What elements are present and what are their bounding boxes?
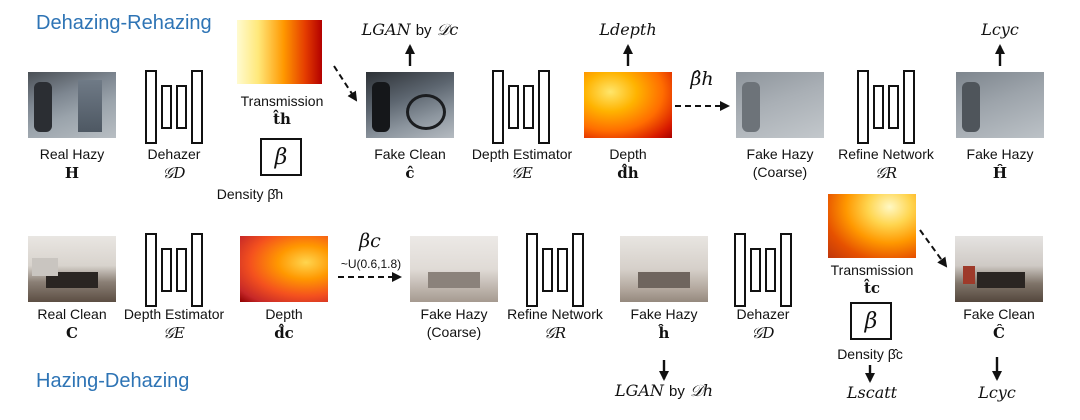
arrow-transmission-to-fake-clean bbox=[333, 65, 358, 102]
dehazer-label-bottom: Dehazer bbox=[736, 306, 790, 322]
loss-scatt: Lscatt bbox=[846, 383, 898, 402]
fake-hazy-image-bottom bbox=[620, 236, 708, 302]
fake-clean-symbol-bottom: Ĉ bbox=[993, 324, 1005, 342]
real-clean-symbol: C bbox=[66, 324, 78, 342]
fake-hazy-symbol-bottom: ĥ bbox=[658, 324, 670, 342]
beta-c-arrow-label: βc bbox=[359, 230, 381, 252]
transmission-label-bottom: Transmission bbox=[830, 262, 914, 278]
beta-c-range-label: ~U(0.6,1.8) bbox=[340, 257, 402, 271]
depth-estimator-network-icon-bottom bbox=[143, 233, 205, 307]
depth-map-image bbox=[584, 72, 672, 138]
depth-map-image-bottom bbox=[240, 236, 328, 302]
real-hazy-symbol: H bbox=[64, 164, 80, 182]
depth-estimator-network-icon bbox=[490, 70, 552, 144]
transmission-map-image-bottom bbox=[828, 194, 916, 258]
density-beta-box: β bbox=[260, 138, 302, 176]
fake-clean-image-bottom bbox=[955, 236, 1043, 302]
refine-network-symbol-bottom: 𝒢R bbox=[544, 324, 566, 342]
loss-gan-dh: LGAN by 𝒟h bbox=[614, 381, 714, 400]
refine-network-icon bbox=[855, 70, 917, 144]
dehazer-network-icon-bottom bbox=[732, 233, 794, 307]
fake-hazy-coarse-sub-bottom: (Coarse) bbox=[426, 324, 482, 340]
real-hazy-label: Real Hazy bbox=[39, 146, 105, 162]
real-hazy-image bbox=[28, 72, 116, 138]
refine-network-label-bottom: Refine Network bbox=[507, 306, 603, 322]
loss-cyc-bottom: Lcyc bbox=[978, 383, 1016, 402]
refine-network-label: Refine Network bbox=[838, 146, 934, 162]
loss-cyc-top: Lcyc bbox=[981, 20, 1019, 39]
transmission-label: Transmission bbox=[240, 93, 324, 109]
depth-symbol-bottom: d̂c bbox=[274, 324, 294, 342]
dehazer-symbol-bottom: 𝒢D bbox=[751, 324, 775, 342]
depth-estimator-symbol-bottom: 𝒢E bbox=[163, 324, 185, 342]
fake-clean-label: Fake Clean bbox=[374, 146, 446, 162]
fake-hazy-label-bottom: Fake Hazy bbox=[630, 306, 698, 322]
dehazer-network-icon bbox=[143, 70, 205, 144]
dehazer-label: Dehazer bbox=[147, 146, 201, 162]
beta-h-arrow-label: β̂h bbox=[690, 68, 714, 90]
transmission-map-image bbox=[237, 20, 322, 84]
arrow-transmission-to-fake-clean-bottom bbox=[919, 229, 948, 268]
transmission-symbol: t̂h bbox=[273, 110, 291, 128]
density-label-bottom: Density β̂c bbox=[837, 346, 903, 362]
real-clean-label: Real Clean bbox=[37, 306, 107, 322]
refine-network-icon-bottom bbox=[524, 233, 586, 307]
depth-symbol: d̂h bbox=[617, 164, 639, 182]
loss-depth: Ldepth bbox=[599, 20, 657, 39]
fake-hazy-coarse-label-bottom: Fake Hazy bbox=[420, 306, 488, 322]
real-clean-image bbox=[28, 236, 116, 302]
dehazer-symbol: 𝒢D bbox=[162, 164, 186, 182]
fake-clean-image bbox=[366, 72, 454, 138]
loss-gan-dc: LGAN by 𝒟c bbox=[361, 20, 459, 39]
fake-clean-label-bottom: Fake Clean bbox=[963, 306, 1035, 322]
section-title-hazing-dehazing: Hazing-Dehazing bbox=[36, 370, 190, 392]
fake-hazy-symbol: Ĥ bbox=[992, 164, 1008, 182]
depth-estimator-label-bottom: Depth Estimator bbox=[123, 306, 225, 322]
fake-hazy-coarse-image bbox=[736, 72, 824, 138]
density-beta-box-bottom: β bbox=[850, 302, 892, 340]
fake-hazy-image bbox=[956, 72, 1044, 138]
fake-hazy-label: Fake Hazy bbox=[966, 146, 1034, 162]
density-label: Density β̂h bbox=[216, 186, 284, 202]
fake-clean-symbol: ĉ bbox=[405, 164, 415, 182]
depth-estimator-label: Depth Estimator bbox=[471, 146, 573, 162]
refine-network-symbol: 𝒢R bbox=[875, 164, 897, 182]
depth-label-bottom: Depth bbox=[265, 306, 303, 322]
depth-label: Depth bbox=[609, 146, 647, 162]
depth-estimator-symbol: 𝒢E bbox=[511, 164, 533, 182]
section-title-dehazing-rehazing: Dehazing-Rehazing bbox=[36, 12, 212, 34]
transmission-symbol-bottom: t̂c bbox=[863, 279, 881, 297]
fake-hazy-coarse-label: Fake Hazy bbox=[746, 146, 814, 162]
fake-hazy-coarse-image-bottom bbox=[410, 236, 498, 302]
fake-hazy-coarse-sub: (Coarse) bbox=[752, 164, 808, 180]
